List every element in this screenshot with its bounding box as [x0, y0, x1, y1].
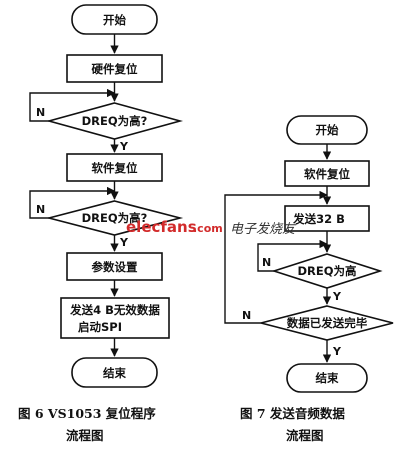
right-sw-reset-label: 软件复位 [304, 167, 350, 181]
right-send-32b-node [284, 205, 370, 232]
left-param-setup-node [66, 252, 163, 281]
right-dreq-no-label: N [262, 256, 271, 269]
left-param-setup-label: 参数设置 [91, 260, 138, 274]
right-dreq-yes-label: Y [332, 290, 342, 303]
captions: 图 6 VS1053 复位程序 流程图 图 7 发送音频数据 流程图 [18, 406, 345, 443]
left-end-node [71, 357, 158, 388]
left-dreq-decision-1-label: DREQ为高? [82, 114, 148, 128]
right-all-sent-decision-label: 数据已发送完毕 [287, 316, 368, 330]
left-end-label: 结束 [102, 366, 126, 380]
right-caption-line-2: 流程图 [286, 428, 324, 443]
left-edge-dreq1-no-loop [29, 88, 116, 122]
left-caption-line-1: 图 6 VS1053 复位程序 [18, 406, 156, 421]
right-edge-dreq-no-loop [257, 239, 328, 272]
right-edge-allsent-no-loop [224, 190, 328, 324]
left-send-invalid-node [60, 297, 170, 339]
right-allsent-yes-label: Y [332, 345, 342, 358]
left-dreq2-no-label: N [36, 203, 45, 216]
right-allsent-no-label: N [242, 309, 251, 322]
right-caption-line-1: 图 7 发送音频数据 [240, 406, 345, 421]
right-dreq-decision-label: DREQ为高 [297, 264, 356, 278]
right-end-node [286, 363, 368, 393]
right-send-32b-label: 发送32 B [292, 212, 345, 226]
right-end-label: 结束 [315, 371, 339, 385]
watermark: elecfans .com 电子发烧友 [126, 218, 297, 237]
left-dreq2-yes-label: Y [119, 236, 129, 249]
right-flowchart: 开始 软件复位 发送32 B DREQ为高 N Y 数据已发送完毕 N Y [224, 115, 394, 393]
left-hw-reset-label: 硬件复位 [92, 62, 138, 76]
left-sw-reset-label: 软件复位 [92, 161, 138, 175]
left-edge-dreq2-no-loop [29, 186, 116, 219]
right-sw-reset-node [284, 160, 370, 187]
left-send-invalid-label-2: 启动SPI [78, 320, 122, 334]
left-start-label: 开始 [103, 13, 126, 27]
left-flowchart: 开始 硬件复位 DREQ为高? N Y 软件复位 DREQ为高? N Y [29, 4, 184, 388]
watermark-brand: elecfans [126, 218, 197, 236]
left-dreq1-no-label: N [36, 106, 45, 119]
left-dreq1-yes-label: Y [119, 140, 129, 153]
watermark-chinese: 电子发烧友 [230, 222, 297, 237]
watermark-domain: .com [193, 222, 223, 235]
left-dreq-decision-2-label: DREQ为高? [82, 211, 148, 225]
left-caption-line-2: 流程图 [66, 428, 104, 443]
right-start-label: 开始 [316, 123, 339, 137]
left-hw-reset-node [66, 54, 163, 83]
left-send-invalid-label-1: 发送4 B无效数据 [69, 303, 160, 317]
